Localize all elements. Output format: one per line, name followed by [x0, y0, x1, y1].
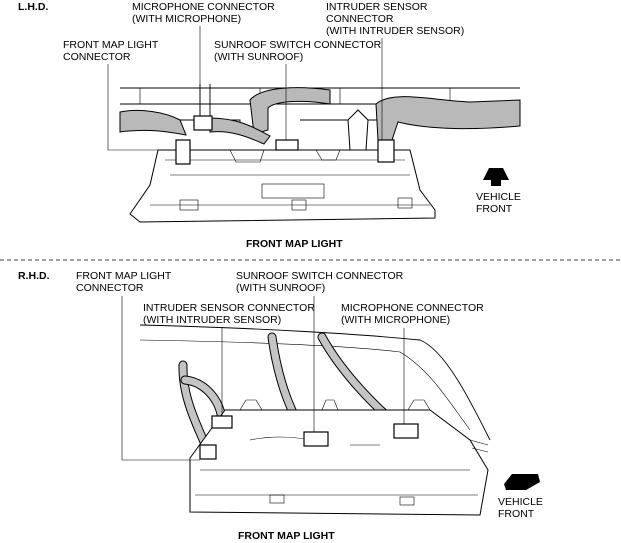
- rhd-section: R.H.D. FRONT MAP LIGHT CONNECTOR SUNROOF…: [18, 270, 543, 542]
- rhd-sunroof-switch-connector-label-2: (WITH SUNROOF): [236, 282, 325, 294]
- lhd-intruder-sensor-label-3: (WITH INTRUDER SENSOR): [326, 25, 464, 37]
- lhd-intruder-sensor-label-2: CONNECTOR: [326, 13, 394, 25]
- lhd-microphone-connector-label-2: (WITH MICROPHONE): [132, 13, 241, 25]
- rhd-intruder-sensor-label-2: (WITH INTRUDER SENSOR): [143, 314, 281, 326]
- lhd-caption: FRONT MAP LIGHT: [246, 238, 343, 250]
- rhd-roof-outline: [139, 324, 491, 441]
- lhd-vehicle-front-label-2: FRONT: [476, 203, 513, 215]
- rhd-microphone-connector-label-2: (WITH MICROPHONE): [341, 314, 450, 326]
- lhd-intruder-sensor-connector: [377, 139, 395, 163]
- rhd-sunroof-switch-connector: [303, 431, 329, 447]
- rhd-vehicle-front-label-1: VEHICLE: [498, 496, 543, 508]
- rhd-vehicle-front-label-2: FRONT: [498, 508, 535, 520]
- rhd-map-light-unit: [189, 399, 489, 516]
- lhd-wire-harness: [119, 84, 521, 145]
- lhd-front-map-light-leader: [107, 64, 176, 151]
- lhd-front-map-light-connector-label-2: CONNECTOR: [63, 51, 131, 63]
- rhd-front-map-light-connector: [199, 444, 217, 460]
- lhd-front-map-light-connector-label-1: FRONT MAP LIGHT: [63, 39, 159, 51]
- rhd-intruder-sensor-label-1: INTRUDER SENSOR CONNECTOR: [143, 302, 315, 314]
- rhd-front-map-light-leader: [121, 296, 200, 461]
- rhd-sunroof-switch-connector-label-1: SUNROOF SWITCH CONNECTOR: [236, 270, 404, 282]
- rhd-microphone-connector-label-1: MICROPHONE CONNECTOR: [341, 302, 484, 314]
- rhd-microphone-connector: [393, 423, 419, 439]
- rhd-vehicle-front-arrow-icon: [504, 474, 540, 490]
- lhd-sunroof-switch-connector-label-1: SUNROOF SWITCH CONNECTOR: [214, 39, 382, 51]
- rhd-front-map-light-connector-label-1: FRONT MAP LIGHT: [76, 270, 172, 282]
- lhd-sunroof-switch-connector-label-2: (WITH SUNROOF): [214, 51, 303, 63]
- rhd-section-label: R.H.D.: [18, 270, 50, 282]
- lhd-map-light-unit: [129, 109, 436, 223]
- lhd-section-label: L.H.D.: [18, 1, 48, 13]
- rhd-caption: FRONT MAP LIGHT: [238, 530, 335, 542]
- lhd-microphone-connector: [193, 115, 213, 131]
- rhd-front-map-light-connector-label-2: CONNECTOR: [76, 282, 144, 294]
- lhd-intruder-sensor-label-1: INTRUDER SENSOR: [326, 1, 428, 13]
- lhd-microphone-connector-label-1: MICROPHONE CONNECTOR: [132, 1, 275, 13]
- lhd-section: L.H.D. MICROPHONE CONNECTOR (WITH MICROP…: [18, 1, 521, 250]
- lhd-vehicle-front-arrow-icon: [483, 168, 509, 186]
- rhd-intruder-sensor-connector: [211, 415, 233, 429]
- lhd-front-map-light-connector: [175, 139, 191, 165]
- lhd-vehicle-front-label-1: VEHICLE: [476, 191, 521, 203]
- lhd-sunroof-switch-connector: [275, 139, 299, 151]
